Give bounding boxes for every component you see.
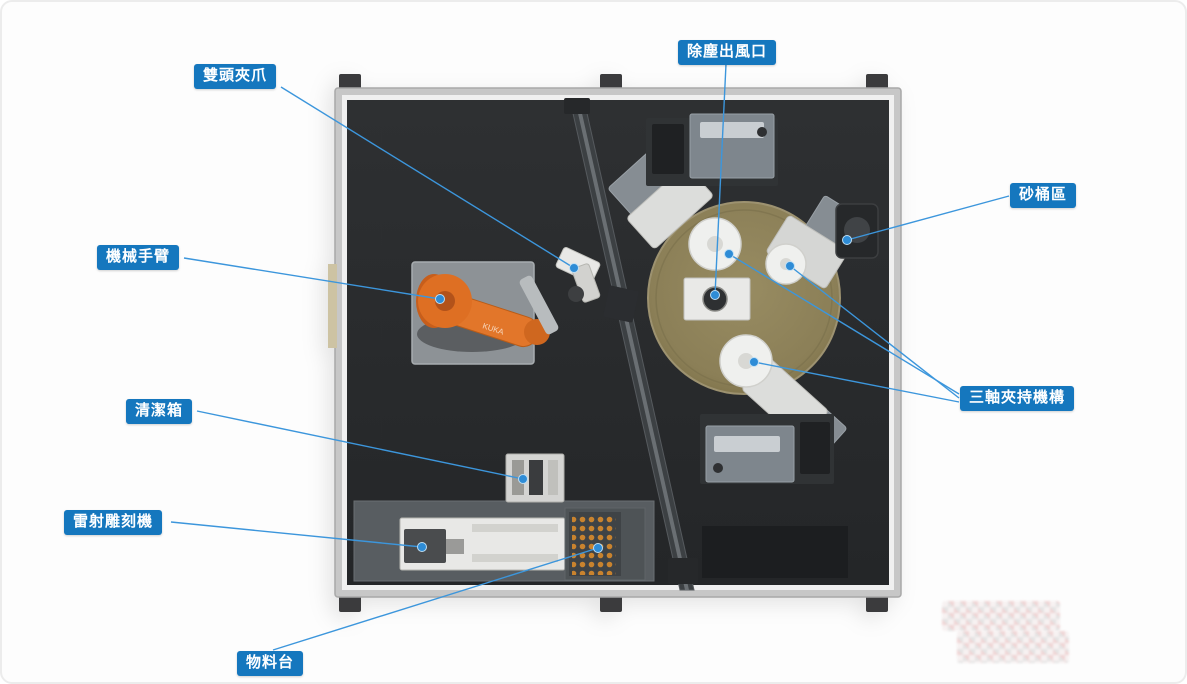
annotation-dot xyxy=(593,543,603,553)
annotation-dot xyxy=(842,235,852,245)
leader-line xyxy=(846,195,1010,241)
annotation-dot xyxy=(518,474,528,484)
leader-line xyxy=(789,265,960,399)
label-double-head-gripper: 雙頭夾爪 xyxy=(194,64,277,89)
label-material-table: 物料台 xyxy=(237,651,304,676)
leader-line xyxy=(714,63,727,296)
robot-arm-kuka: KUKA xyxy=(416,274,559,352)
leader-line xyxy=(753,361,960,403)
annotation-dot xyxy=(569,263,579,273)
material-tray xyxy=(564,507,646,581)
mount-tab xyxy=(339,594,361,612)
annotation-dots xyxy=(417,235,852,553)
cleaning-box-unit xyxy=(505,453,565,503)
side-fixture xyxy=(328,264,337,348)
watermark-mosaic xyxy=(942,601,1060,631)
leader-lines xyxy=(170,63,1010,651)
machine-top-right xyxy=(646,113,778,186)
label-laser-engraver: 雷射雕刻機 xyxy=(64,510,163,535)
label-robot-arm: 機械手臂 xyxy=(97,245,180,270)
linear-rail xyxy=(564,98,698,591)
watermark-mosaic xyxy=(957,631,1069,663)
label-dust-outlet: 除塵出風口 xyxy=(678,40,777,65)
mount-tab xyxy=(866,594,888,612)
label-sand-bucket-area: 砂桶區 xyxy=(1010,183,1077,208)
leader-line xyxy=(280,86,575,269)
annotation-dot xyxy=(435,294,445,304)
mount-tab xyxy=(600,594,622,612)
annotation-dot xyxy=(710,290,720,300)
annotation-dot xyxy=(785,261,795,271)
label-cleaning-box: 清潔箱 xyxy=(126,399,193,424)
annotation-dot xyxy=(417,542,427,552)
leader-line xyxy=(272,547,599,651)
label-three-axis-clamp: 三軸夾持機構 xyxy=(960,386,1075,411)
annotation-dot xyxy=(749,357,759,367)
annotation-dot xyxy=(724,249,734,259)
sand-bucket xyxy=(835,203,879,259)
leader-line xyxy=(170,521,423,548)
tray-part-grid xyxy=(572,514,616,575)
dark-floor-zone xyxy=(702,526,848,578)
leader-line xyxy=(196,410,524,480)
leader-line xyxy=(183,257,441,300)
machine-bottom-right xyxy=(700,414,834,484)
leader-line xyxy=(728,253,960,395)
